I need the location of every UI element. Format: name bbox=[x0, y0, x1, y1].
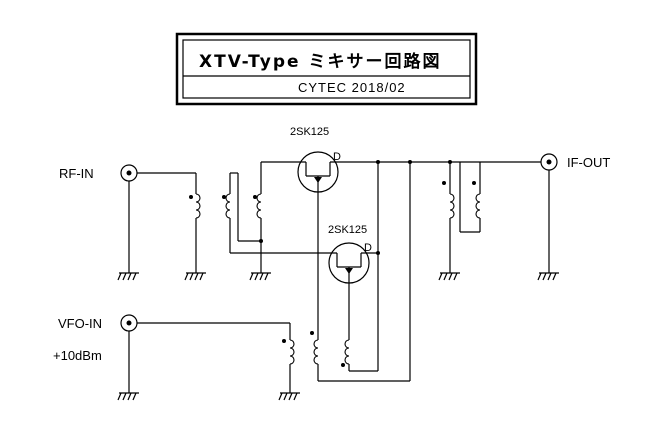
if-output-transformer bbox=[438, 161, 541, 281]
ground-symbol bbox=[438, 272, 460, 281]
q1-drain-pin: D bbox=[333, 151, 341, 163]
schematic-title: XTV-Type ミキサー回路図 bbox=[199, 51, 441, 72]
fet-q2: 2SK125 D bbox=[328, 224, 372, 284]
vfo-in-label: VFO-IN bbox=[58, 316, 102, 331]
rf-in-label: RF-IN bbox=[59, 166, 94, 181]
if-out-label: IF-OUT bbox=[567, 155, 610, 170]
if-out-port: IF-OUT bbox=[540, 153, 610, 273]
ground-symbol bbox=[117, 392, 139, 401]
q1-part-label: 2SK125 bbox=[290, 126, 329, 138]
q2-part-label: 2SK125 bbox=[328, 224, 367, 236]
ground-symbol bbox=[537, 272, 559, 281]
fet-q1: 2SK125 D bbox=[290, 126, 341, 193]
vfo-in-port: VFO-IN +10dBm bbox=[53, 314, 290, 393]
rf-input-transformer bbox=[184, 162, 271, 281]
ground-symbol bbox=[184, 272, 206, 281]
title-block: XTV-Type ミキサー回路図 CYTEC 2018/02 bbox=[175, 32, 478, 106]
schematic-subtitle: CYTEC 2018/02 bbox=[298, 80, 406, 95]
ground-symbol bbox=[117, 272, 139, 281]
vfo-level-label: +10dBm bbox=[53, 348, 102, 363]
q2-drain-pin: D bbox=[364, 242, 372, 254]
ground-symbol bbox=[278, 392, 300, 401]
rf-in-port: RF-IN bbox=[59, 164, 196, 273]
vfo-transformer bbox=[278, 323, 410, 401]
ground-symbol bbox=[249, 272, 271, 281]
